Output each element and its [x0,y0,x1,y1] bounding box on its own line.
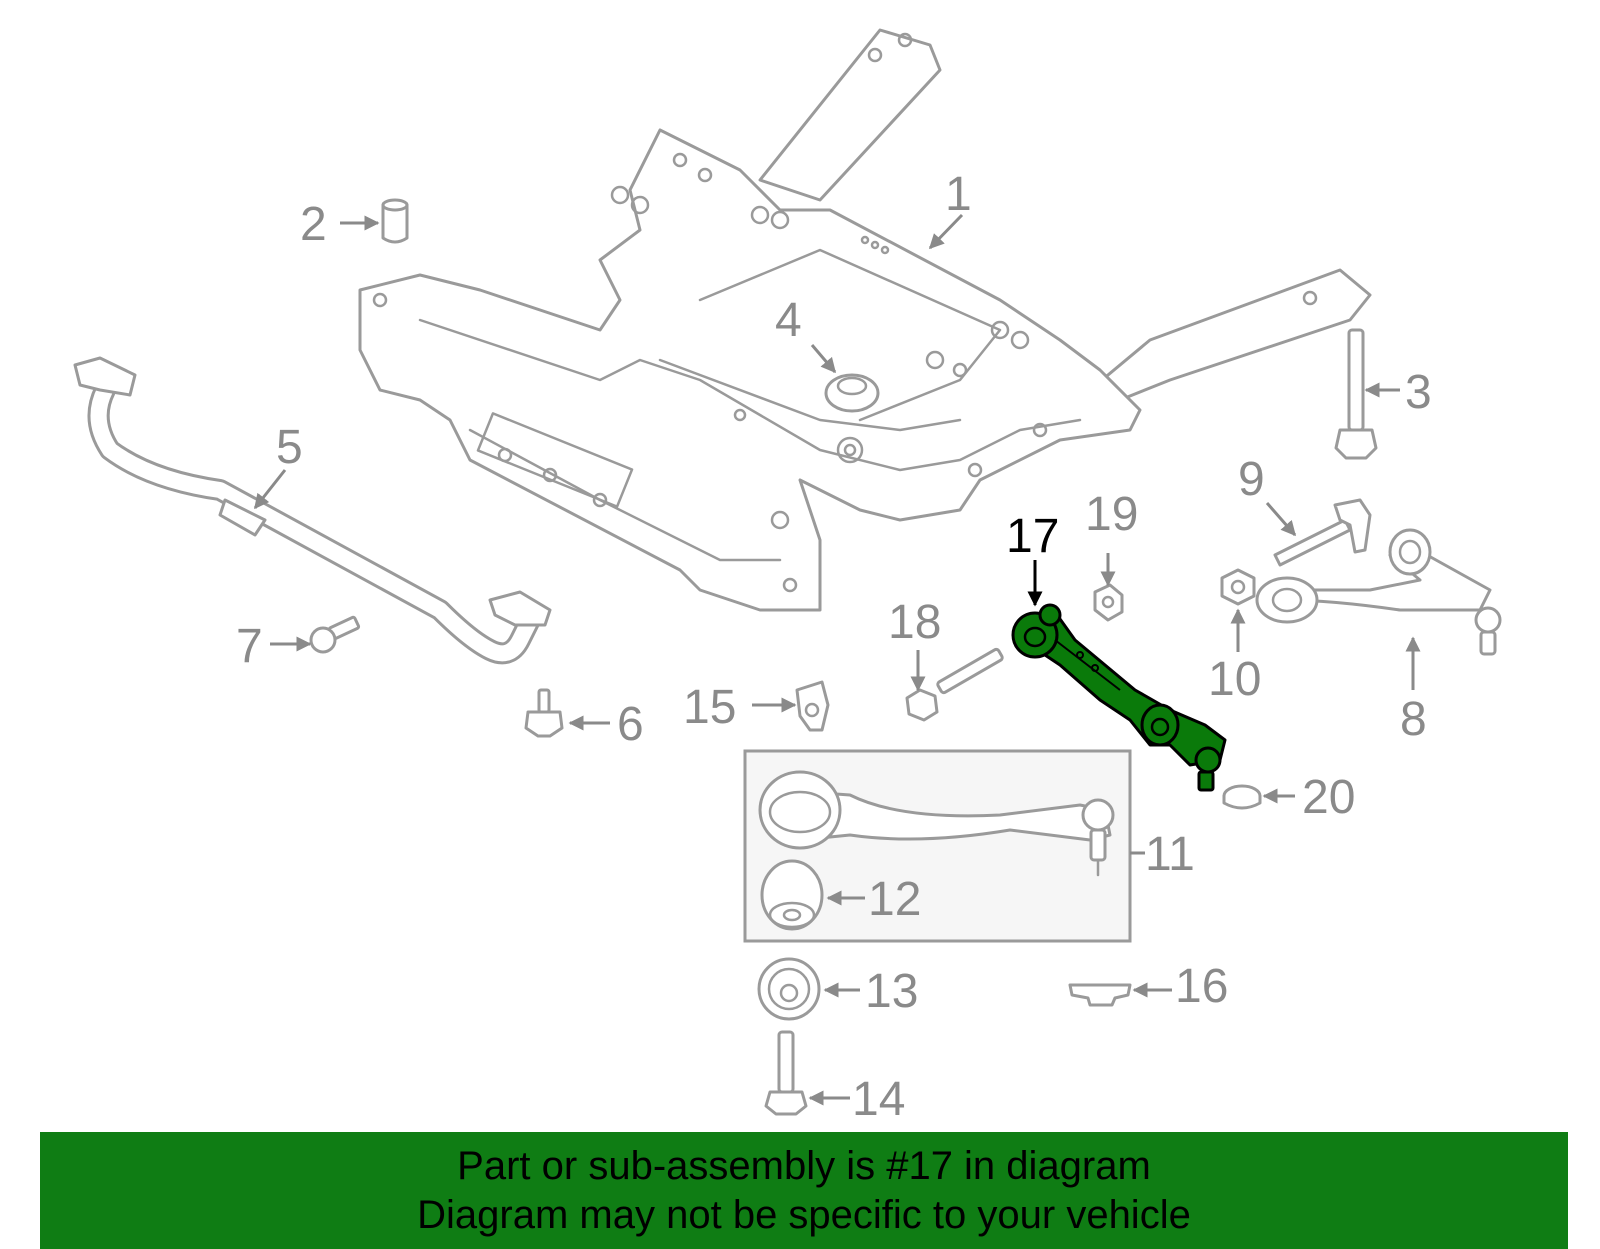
bushing-part-12 [760,859,824,931]
callout-13: 13 [865,965,918,1018]
bolt-part-7 [309,615,361,654]
callout-16: 16 [1175,960,1228,1013]
callout-5: 5 [276,421,303,474]
bracket-part-15 [795,680,830,732]
washer-part-20 [1222,784,1262,810]
banner-line-1: Part or sub-assembly is #17 in diagram [457,1144,1151,1188]
nut-part-19 [1093,583,1124,622]
callout-2: 2 [300,198,327,251]
shim-part-16 [1068,983,1132,1007]
callout-17: 17 [1006,510,1059,563]
callout-15: 15 [683,681,736,734]
stabilizer-bar-part [73,356,552,665]
bolt-part-14 [764,1030,808,1116]
callout-11: 11 [1145,828,1195,881]
callout-9: 9 [1238,453,1265,506]
grommet-part [824,373,880,413]
callout-18: 18 [888,596,941,649]
callout-1: 1 [945,168,972,221]
callout-20: 20 [1302,771,1355,824]
bolt-part-18 [905,647,1004,722]
info-banner: Part or sub-assembly is #17 in diagram D… [40,1132,1568,1249]
callout-3: 3 [1405,366,1432,419]
callout-8: 8 [1400,693,1427,746]
highlighted-part-17[interactable] [1011,603,1227,792]
callout-10: 10 [1208,653,1261,706]
callout-19: 19 [1085,488,1138,541]
bushing-part-13 [757,957,821,1021]
callout-12: 12 [868,873,921,926]
banner-line-2: Diagram may not be specific to your vehi… [417,1193,1191,1237]
callout-labels: 1 2 3 4 5 6 7 8 9 10 11 12 13 14 15 16 1… [236,168,1432,1126]
callout-6: 6 [617,698,644,751]
bolt-part-3 [1334,328,1378,460]
bushing-sleeve-part [381,198,409,244]
callout-4: 4 [775,294,802,347]
upper-control-arm-part [1255,528,1502,656]
bolt-part-9 [1273,498,1372,567]
leader-lines [253,213,1421,1106]
callout-14: 14 [852,1073,905,1126]
nut-part-10 [1220,568,1256,606]
stud-part-6 [524,688,564,738]
subframe-part [358,28,1372,612]
callout-7: 7 [236,620,263,673]
